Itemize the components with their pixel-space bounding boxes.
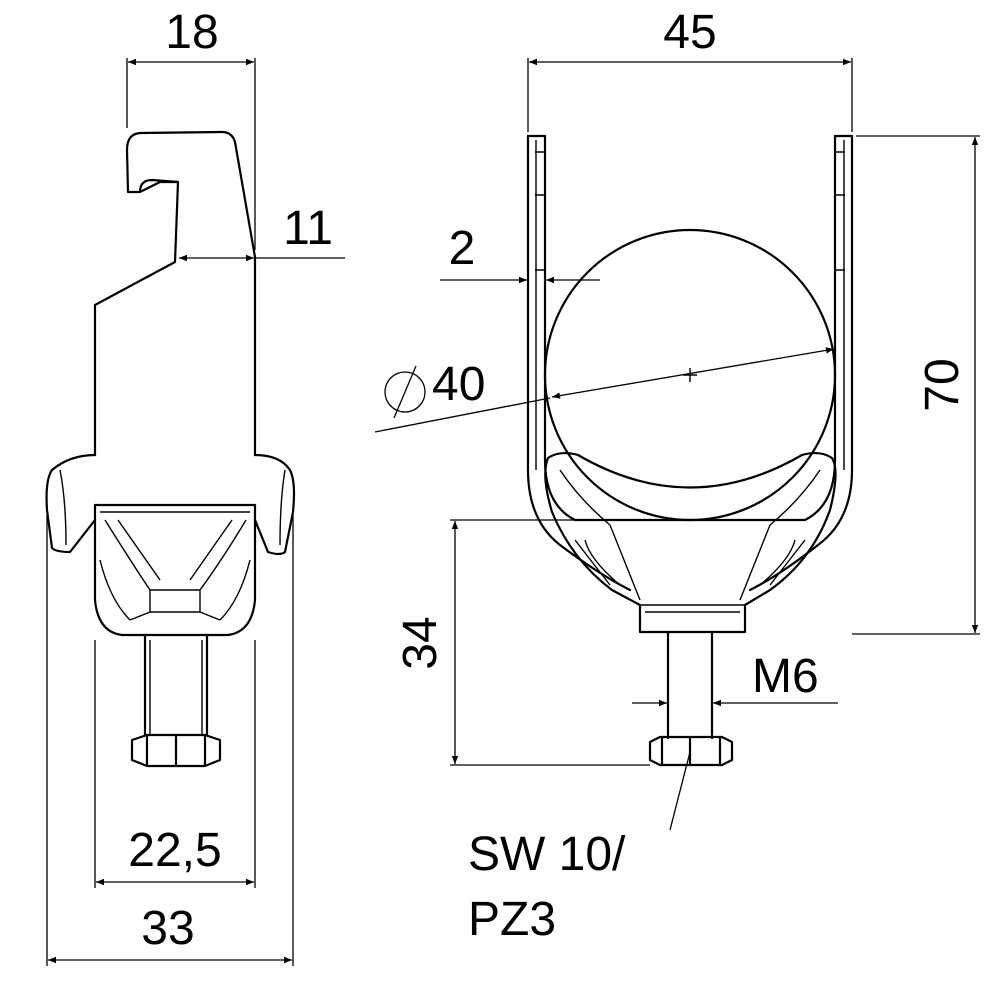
dim-side-outer-width: 33 — [141, 902, 194, 955]
front-view-saddle-facets — [559, 469, 821, 613]
side-view-saddle-top-band — [95, 504, 255, 513]
diameter-symbol-circle — [384, 371, 426, 413]
side-view-nut — [130, 733, 222, 768]
side-view-right-flange — [253, 453, 296, 556]
dim-front-height: 70 — [916, 358, 969, 411]
dim-side-top-width: 18 — [165, 6, 218, 59]
dim-front-screw-height: 34 — [394, 616, 447, 669]
side-view-saddle — [93, 503, 257, 637]
side-view-screw-shank — [143, 633, 209, 737]
dim-side-hook-depth: 11 — [283, 202, 333, 255]
side-view-left-flange — [45, 453, 97, 554]
dim-front-width: 45 — [663, 6, 716, 59]
dim-front-diameter: 40 — [432, 358, 485, 411]
dim-front-drive-line1: SW 10/ — [468, 828, 626, 881]
dim-side-inner-width: 22,5 — [128, 824, 221, 877]
front-view: 45 2 40 70 34 M6 SW 10/ PZ3 — [374, 6, 980, 946]
dim-front-drive-line2: PZ3 — [468, 893, 556, 946]
front-view-clip-inner — [543, 134, 837, 522]
dim-front-thread: M6 — [752, 650, 819, 703]
dim-front-wall-thickness: 2 — [449, 222, 476, 275]
diameter-symbol-slash — [393, 365, 417, 419]
side-view-hook-slot — [138, 178, 180, 194]
side-view-right-flange-inner — [279, 469, 286, 546]
front-view-clip-outer — [526, 134, 854, 592]
side-view-saddle-facets — [99, 519, 251, 621]
front-view-screw-shank — [666, 630, 714, 740]
front-view-clip-notches — [535, 140, 845, 470]
side-view: 18 11 22,5 33 — [45, 6, 345, 966]
front-view-nut — [648, 735, 734, 767]
front-view-pipe — [543, 228, 837, 522]
side-view-hook-body — [93, 130, 257, 457]
side-view-left-flange-inner — [59, 469, 67, 546]
front-view-saddle — [544, 451, 837, 634]
side-view-screw-thread-line — [149, 640, 203, 735]
